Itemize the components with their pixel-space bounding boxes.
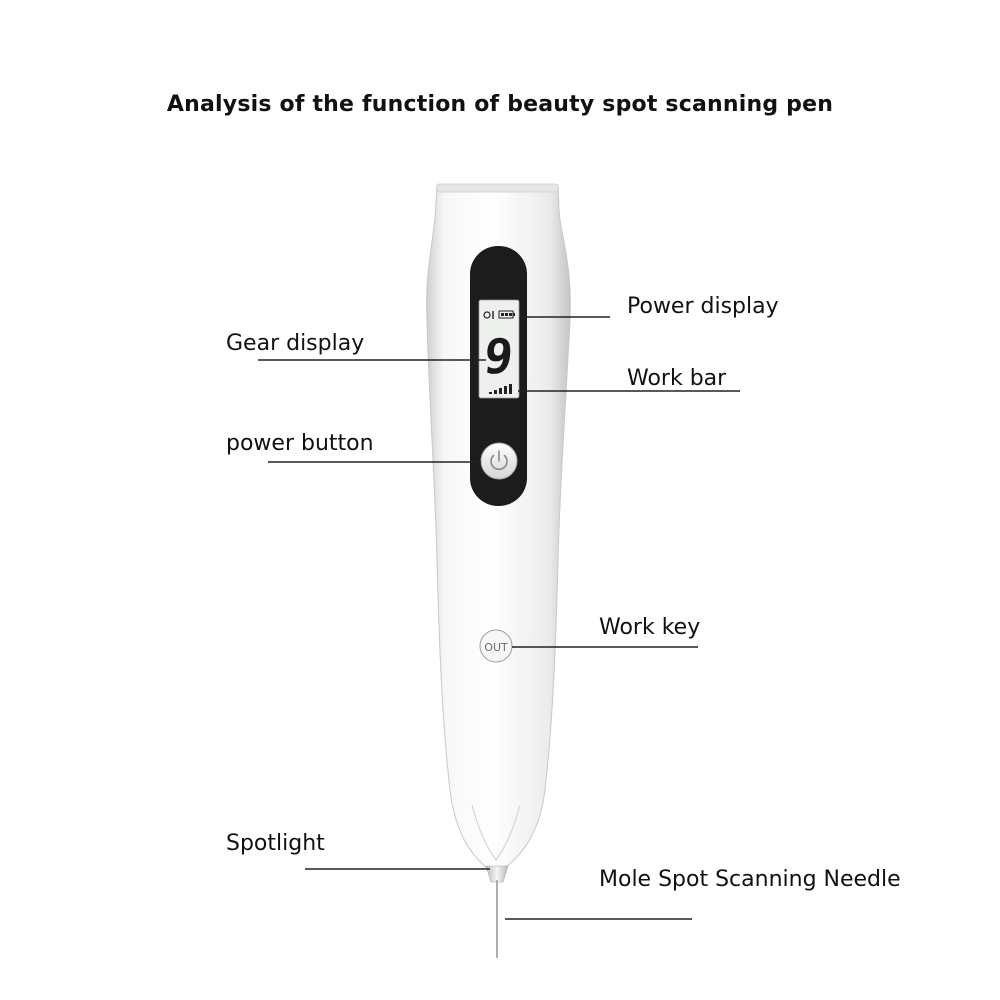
label-work-key: Work key	[599, 615, 701, 640]
gear-indicator-icon	[483, 311, 494, 319]
power-button[interactable]	[480, 442, 518, 480]
leader-lines	[258, 316, 740, 920]
label-power-display: Power display	[627, 294, 779, 319]
label-gear-display: Gear display	[226, 331, 365, 356]
label-needle: Mole Spot Scanning Needle	[599, 867, 901, 892]
spotlight	[485, 865, 509, 883]
label-work-bar: Work bar	[627, 366, 727, 391]
power-icon	[490, 450, 508, 471]
work-bar	[489, 384, 512, 394]
out-key-label: OUT	[484, 641, 508, 654]
lcd-screen: 9	[478, 299, 520, 399]
battery-icon	[498, 310, 515, 319]
work-key-button[interactable]: OUT	[479, 629, 513, 663]
page-title: Analysis of the function of beauty spot …	[166, 92, 834, 117]
gear-value: 9	[481, 329, 516, 385]
label-power-button: power button	[226, 431, 374, 456]
label-spotlight: Spotlight	[226, 831, 325, 856]
